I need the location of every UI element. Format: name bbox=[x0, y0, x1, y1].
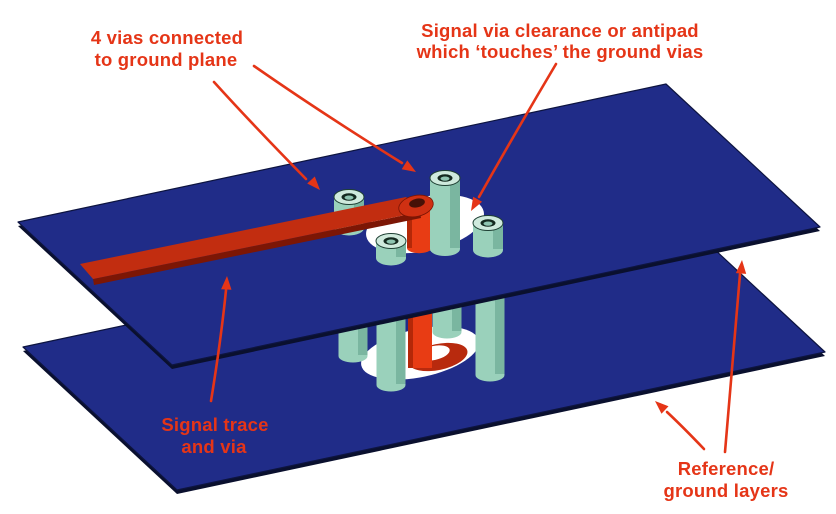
annotation-arrows bbox=[209, 62, 747, 454]
ground-via-right bbox=[472, 215, 504, 258]
label-ground-vias-line2: to ground plane bbox=[95, 49, 238, 70]
arrow-ground-vias-2 bbox=[252, 64, 404, 165]
signal-trace-top bbox=[80, 197, 420, 279]
annotations: 4 vias connected to ground plane Signal … bbox=[91, 20, 789, 501]
arrowhead-icon bbox=[221, 276, 232, 290]
arrow-signal-trace bbox=[209, 288, 228, 403]
label-ground-vias-line1: 4 vias connected bbox=[91, 27, 243, 48]
arrowhead-icon bbox=[471, 196, 483, 211]
label-signal-trace-line1: Signal trace bbox=[161, 414, 268, 435]
signal-trace-side bbox=[93, 212, 421, 285]
arrowhead-icon bbox=[401, 160, 416, 172]
label-reference-line2: ground layers bbox=[664, 480, 789, 501]
ground-via-front bbox=[375, 233, 407, 266]
arrow-reference-bottom bbox=[665, 410, 706, 451]
signal-via-pad-hole bbox=[409, 198, 425, 208]
ground-vias-top-front bbox=[375, 215, 504, 266]
arrowhead-icon bbox=[735, 260, 747, 274]
arrow-ground-vias-1 bbox=[212, 80, 308, 181]
arrowhead-icon bbox=[307, 176, 320, 190]
label-signal-trace-line2: and via bbox=[181, 436, 247, 457]
ground-via-back-right bbox=[429, 170, 461, 256]
label-reference-line1: Reference/ bbox=[678, 458, 775, 479]
arrow-antipad bbox=[477, 62, 558, 199]
ground-via-barrel-right bbox=[475, 296, 505, 382]
arrow-reference-top bbox=[723, 272, 742, 454]
arrowhead-icon bbox=[655, 401, 669, 414]
label-antipad-line2: which ‘touches’ the ground vias bbox=[416, 41, 704, 62]
label-antipad-line1: Signal via clearance or antipad bbox=[421, 20, 699, 41]
signal-trace-group bbox=[80, 194, 434, 285]
arrowheads bbox=[221, 160, 747, 414]
